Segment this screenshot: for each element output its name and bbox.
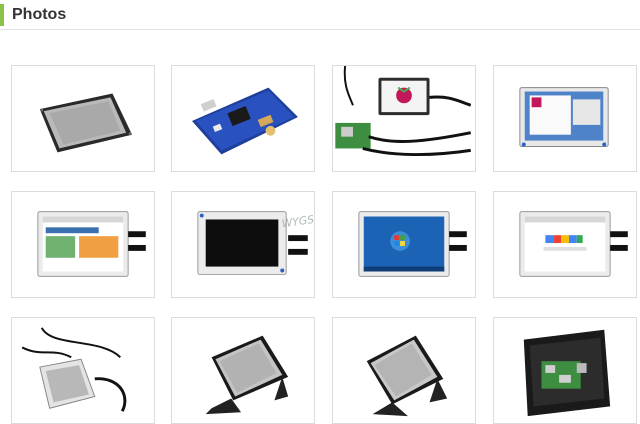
photo-thumbnail-cables[interactable] — [11, 317, 155, 424]
photo-image — [37, 211, 146, 277]
section-divider — [0, 29, 640, 30]
section-header: Photos — [0, 0, 640, 30]
photo-image — [519, 211, 628, 277]
section-accent-bar — [0, 4, 4, 26]
photo-thumbnail-desktop[interactable] — [493, 65, 637, 172]
photo-image: WYGStudy — [197, 209, 314, 275]
photo-thumbnail-driver-board[interactable] — [171, 65, 315, 172]
photo-image — [191, 87, 298, 155]
photo-thumbnail-holder[interactable] — [332, 317, 476, 424]
photo-image — [39, 93, 133, 153]
photo-image — [519, 87, 609, 147]
photo-image — [358, 211, 467, 277]
photo-thumbnail-google[interactable] — [493, 191, 637, 298]
photo-thumbnail-rpi-setup[interactable] — [332, 65, 476, 172]
photo-thumbnail-windows7[interactable] — [332, 191, 476, 298]
photo-thumbnail-stand[interactable] — [171, 317, 315, 424]
photo-image — [21, 327, 127, 412]
section-title: Photos — [12, 6, 67, 23]
photo-thumbnail-case-rpi[interactable] — [493, 317, 637, 424]
photo-image — [205, 335, 289, 415]
photo-image — [523, 329, 611, 417]
photo-thumbnail-black-screen[interactable]: WYGStudy — [171, 191, 315, 298]
photo-image — [366, 335, 448, 417]
photo-thumbnail-webpage[interactable] — [11, 191, 155, 298]
photo-image — [335, 66, 472, 157]
photo-thumbnail-lcd-front[interactable] — [11, 65, 155, 172]
